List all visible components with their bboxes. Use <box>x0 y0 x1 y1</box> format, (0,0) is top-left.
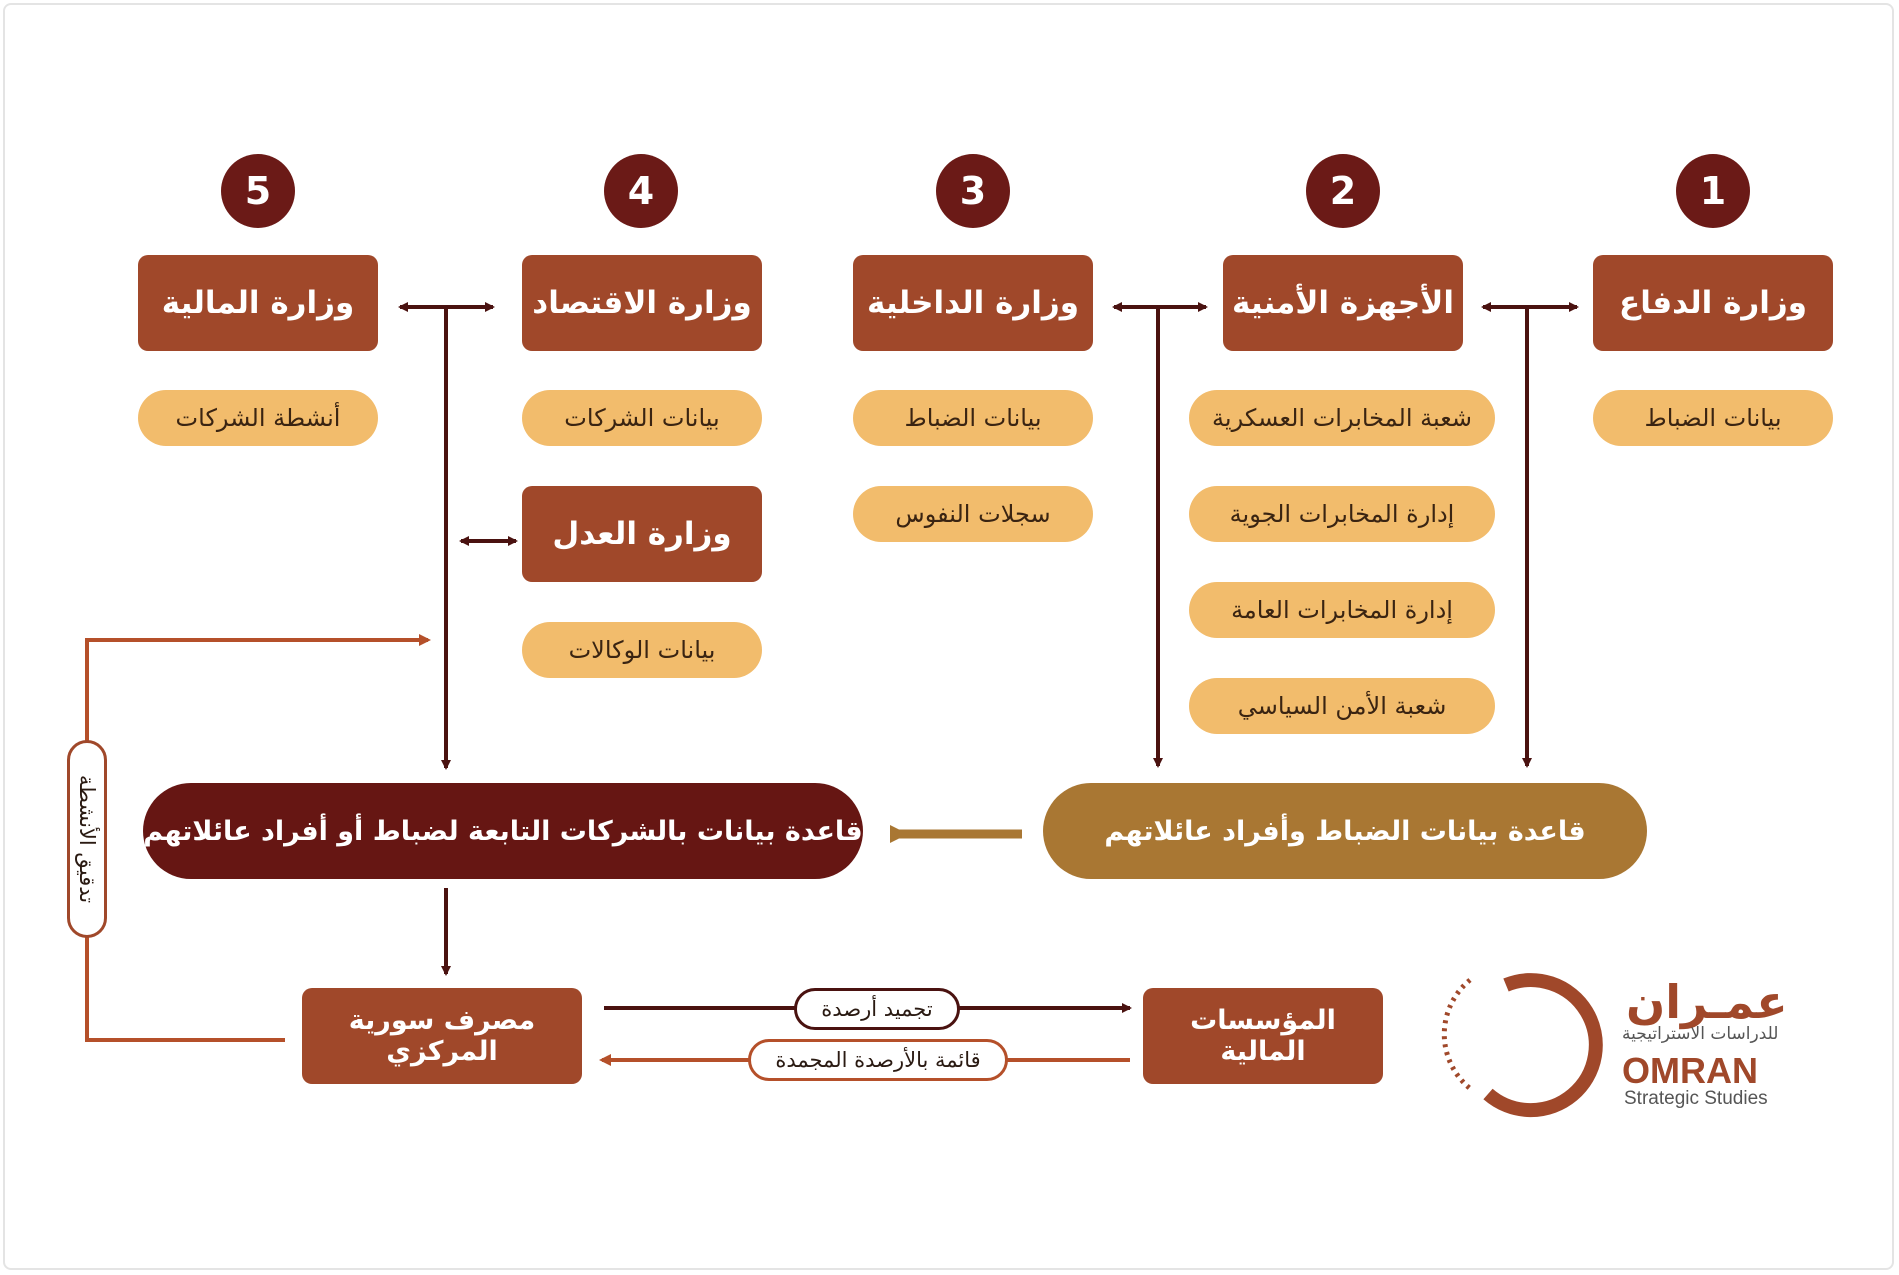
pill-military-intel: شعبة المخابرات العسكرية <box>1189 390 1495 446</box>
pill-companies-activities: أنشطة الشركات <box>138 390 378 446</box>
pill-air-intel: إدارة المخابرات الجوية <box>1189 486 1495 542</box>
box-economy: وزارة الاقتصاد <box>522 255 762 351</box>
freeze-label: تجميد أرصدة <box>794 988 960 1030</box>
frozen-list-label: قائمة بالأرصدة المجمدة <box>748 1039 1008 1081</box>
audit-label-text: تدقيق الأنشطة <box>75 774 99 904</box>
companies-database: قاعدة بيانات بالشركات التابعة لضباط أو أ… <box>143 783 863 879</box>
officers-database: قاعدة بيانات الضباط وأفراد عائلاتهم <box>1043 783 1647 879</box>
pill-civil-records: سجلات النفوس <box>853 486 1093 542</box>
box-central-bank: مصرف سورية المركزي <box>302 988 582 1084</box>
box-justice: وزارة العدل <box>522 486 762 582</box>
financial-institutions-line1: المؤسسات <box>1190 1004 1336 1036</box>
step-number-2: 2 <box>1306 154 1380 228</box>
logo-english: OMRAN <box>1622 1050 1758 1091</box>
pill-general-intel: إدارة المخابرات العامة <box>1189 582 1495 638</box>
logo-arabic-sub: للدراسات الاستراتيجية <box>1622 1024 1779 1044</box>
box-finance: وزارة المالية <box>138 255 378 351</box>
pill-defense-officers: بيانات الضباط <box>1593 390 1833 446</box>
box-financial-institutions: المؤسسات المالية <box>1143 988 1383 1084</box>
pill-interior-officers: بيانات الضباط <box>853 390 1093 446</box>
pill-companies-data: بيانات الشركات <box>522 390 762 446</box>
box-security: الأجهزة الأمنية <box>1223 255 1463 351</box>
step-number-5: 5 <box>221 154 295 228</box>
logo-arabic: عمـران <box>1626 975 1788 1029</box>
financial-institutions-line2: المالية <box>1220 1036 1306 1067</box>
central-bank-line2: المركزي <box>386 1036 498 1067</box>
diagram-frame <box>3 3 1894 1270</box>
box-defense: وزارة الدفاع <box>1593 255 1833 351</box>
pill-agencies-data: بيانات الوكالات <box>522 622 762 678</box>
logo-ring-icon <box>1441 973 1603 1118</box>
pill-political-security: شعبة الأمن السياسي <box>1189 678 1495 734</box>
step-number-1: 1 <box>1676 154 1750 228</box>
box-interior: وزارة الداخلية <box>853 255 1093 351</box>
step-number-4: 4 <box>604 154 678 228</box>
step-number-3: 3 <box>936 154 1010 228</box>
central-bank-line1: مصرف سورية <box>348 1004 536 1036</box>
logo-english-sub: Strategic Studies <box>1624 1088 1768 1109</box>
audit-label: تدقيق الأنشطة <box>67 740 107 938</box>
